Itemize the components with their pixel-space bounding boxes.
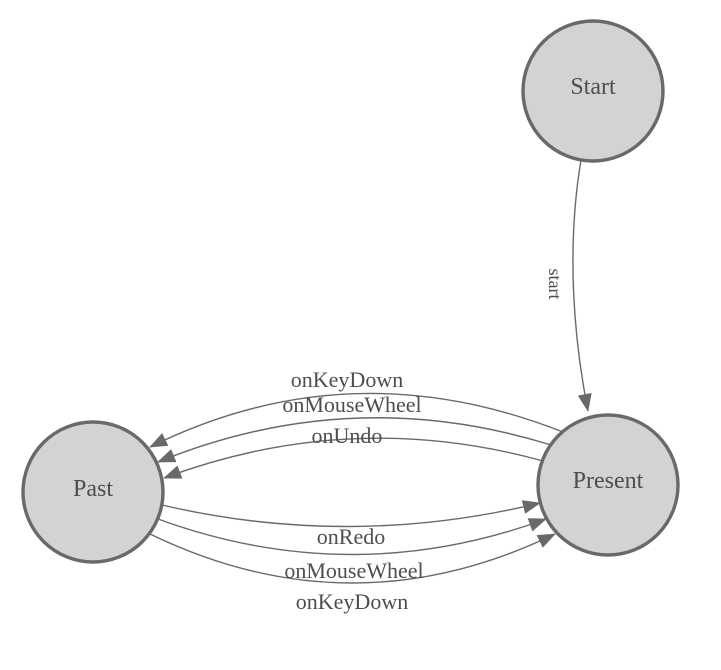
node-start[interactable]: Start — [521, 19, 665, 163]
node-start-label: Start — [570, 74, 616, 100]
edge-past-present-onkeydown — [149, 533, 556, 584]
edge-present-past-onmousewheel — [157, 417, 552, 463]
node-present-circle[interactable] — [536, 413, 680, 557]
edge-start-present — [572, 159, 592, 412]
edge-label-onkeydown-lower: onKeyDown — [296, 589, 408, 614]
node-past-label: Past — [73, 476, 113, 502]
edge-label-onmousewheel-upper: onMouseWheel — [282, 392, 421, 417]
edge-past-present-onredo — [161, 500, 541, 528]
node-present-label: Present — [573, 468, 644, 494]
edge-present-past-onkeydown — [149, 392, 564, 448]
node-past-circle[interactable] — [21, 420, 165, 564]
edge-label-start: start — [545, 269, 565, 300]
edge-past-present-onmousewheel — [157, 518, 547, 556]
edge-label-onkeydown-upper: onKeyDown — [291, 367, 403, 392]
edge-label-onredo: onRedo — [317, 524, 385, 549]
node-start-circle[interactable] — [521, 19, 665, 163]
node-present[interactable]: Present — [536, 413, 680, 557]
edge-label-onmousewheel-lower: onMouseWheel — [284, 558, 423, 583]
edge-label-onundo: onUndo — [312, 423, 383, 448]
node-past[interactable]: Past — [21, 420, 165, 564]
edge-present-past-onundo — [163, 437, 544, 479]
